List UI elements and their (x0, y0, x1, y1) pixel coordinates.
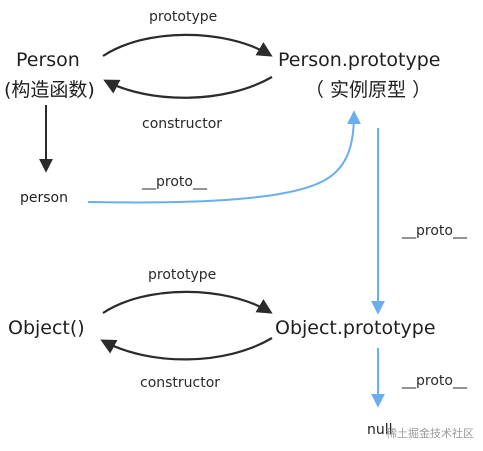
node-person-prototype-subtitle: （ 实例原型 ） (305, 79, 432, 101)
label-prototype-top: prototype (149, 9, 218, 25)
node-object-constructor: Object() (8, 317, 85, 339)
arrow-prototype-top (102, 33, 273, 57)
label-proto-person: __proto__ (142, 174, 207, 190)
label-constructor-top: constructor (142, 116, 223, 132)
arrow-prototype-bottom (102, 290, 273, 314)
node-person-prototype: Person.prototype (278, 49, 441, 71)
label-constructor-bottom: constructor (140, 375, 221, 391)
label-proto-object-prototype: __proto__ (402, 373, 467, 389)
label-proto-person-prototype: __proto__ (402, 223, 467, 239)
arrow-constructor-bottom (100, 337, 273, 361)
label-prototype-bottom: prototype (148, 267, 217, 283)
arrow-proto-person (87, 110, 361, 204)
node-object-prototype: Object.prototype (275, 317, 436, 339)
arrow-constructor-top (103, 76, 273, 99)
watermark: 稀土掘金技术社区 (386, 427, 474, 440)
node-null: null (367, 422, 393, 438)
node-person-instance: person (20, 190, 68, 206)
node-person-constructor-subtitle: (构造函数) (4, 79, 95, 101)
node-person-constructor: Person (16, 49, 80, 71)
